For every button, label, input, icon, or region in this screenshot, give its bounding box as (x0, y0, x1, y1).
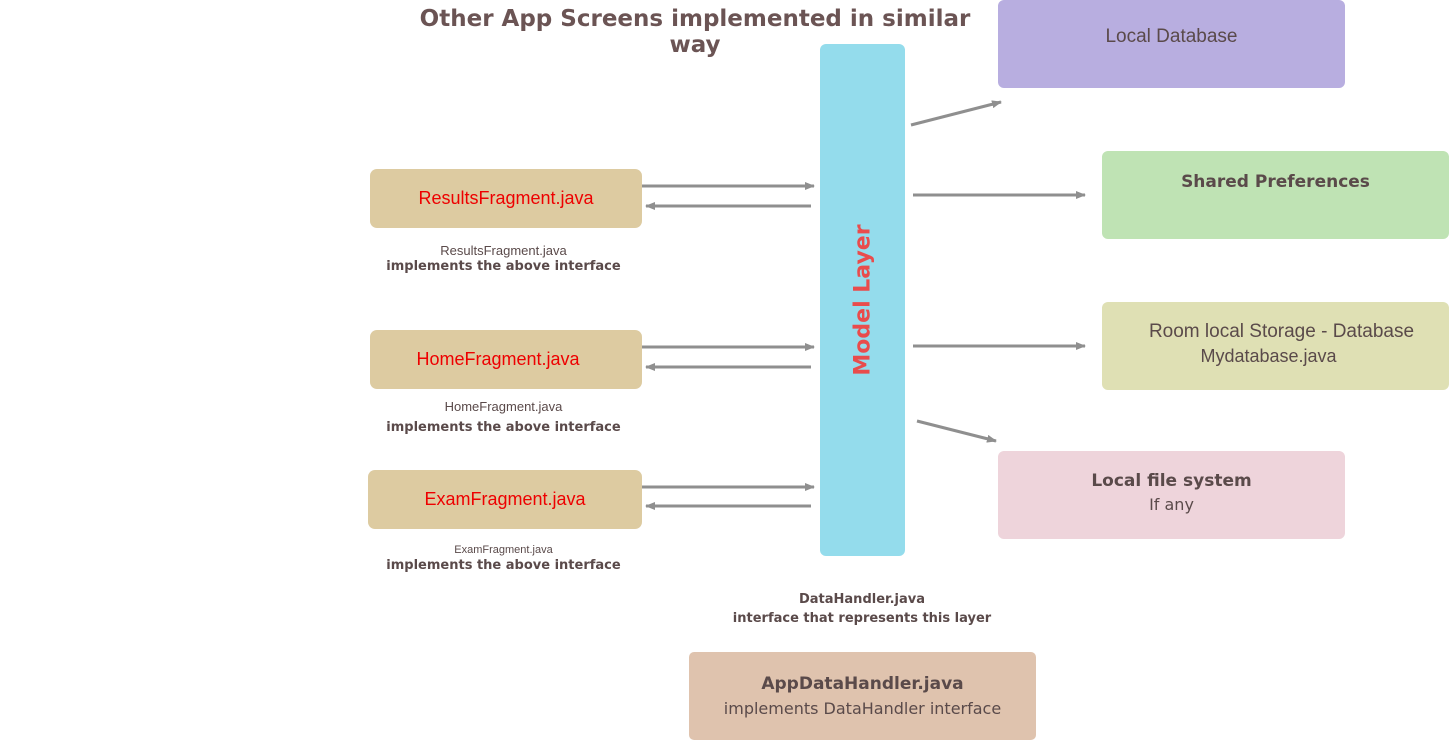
results-fragment-caption-impl: implements the above interface (386, 259, 621, 274)
exam-fragment-caption-file: ExamFragment.java (454, 544, 553, 556)
room-storage-title: Room local Storage - Database (1148, 321, 1415, 342)
data-handler-caption-desc: interface that represents this layer (732, 611, 992, 626)
model-to-local-database-arrow (910, 100, 1002, 127)
results-fragment-label: ResultsFragment.java (418, 188, 594, 208)
local-database-title: Local Database (1105, 26, 1238, 47)
home-fragment-caption-file: HomeFragment.java (444, 399, 563, 414)
shared-preferences-box: Shared Preferences (1102, 151, 1449, 239)
home-fragment-caption: HomeFragment.java implements the above i… (370, 399, 637, 435)
model-layer-box: Model Layer (820, 44, 905, 556)
local-database-box: Local Database (998, 0, 1345, 88)
exam-fragment-caption-impl: implements the above interface (386, 558, 621, 573)
exam-fragment-caption: ExamFragment.java implements the above i… (370, 544, 637, 573)
data-handler-caption-file: DataHandler.java (798, 592, 925, 607)
app-data-handler-subtitle: implements DataHandler interface (723, 699, 1002, 718)
home-fragment-caption-impl: implements the above interface (386, 420, 621, 435)
local-file-system-box: Local file system If any (998, 451, 1345, 539)
model-to-local-file-system-arrow (916, 419, 997, 443)
exam-fragment-label: ExamFragment.java (424, 489, 586, 509)
local-file-system-subtitle: If any (1149, 495, 1194, 514)
results-fragment-caption-file: ResultsFragment.java (440, 243, 567, 258)
home-fragment-box: HomeFragment.java (370, 330, 642, 389)
data-handler-caption: DataHandler.java interface that represen… (712, 590, 1012, 628)
home-fragment-label: HomeFragment.java (416, 349, 580, 369)
shared-preferences-title: Shared Preferences (1181, 172, 1370, 192)
app-data-handler-title: AppDataHandler.java (761, 674, 964, 694)
results-fragment-caption: ResultsFragment.java implements the abov… (370, 243, 637, 274)
results-fragment-box: ResultsFragment.java (370, 169, 642, 228)
room-storage-subtitle: Mydatabase.java (1200, 346, 1337, 366)
diagram-title: Other App Screens implemented in similar… (419, 6, 971, 58)
local-file-system-title: Local file system (1091, 471, 1252, 491)
room-storage-box: Room local Storage - Database Mydatabase… (1102, 302, 1449, 390)
exam-fragment-box: ExamFragment.java (368, 470, 642, 529)
app-data-handler-box: AppDataHandler.java implements DataHandl… (689, 652, 1036, 740)
